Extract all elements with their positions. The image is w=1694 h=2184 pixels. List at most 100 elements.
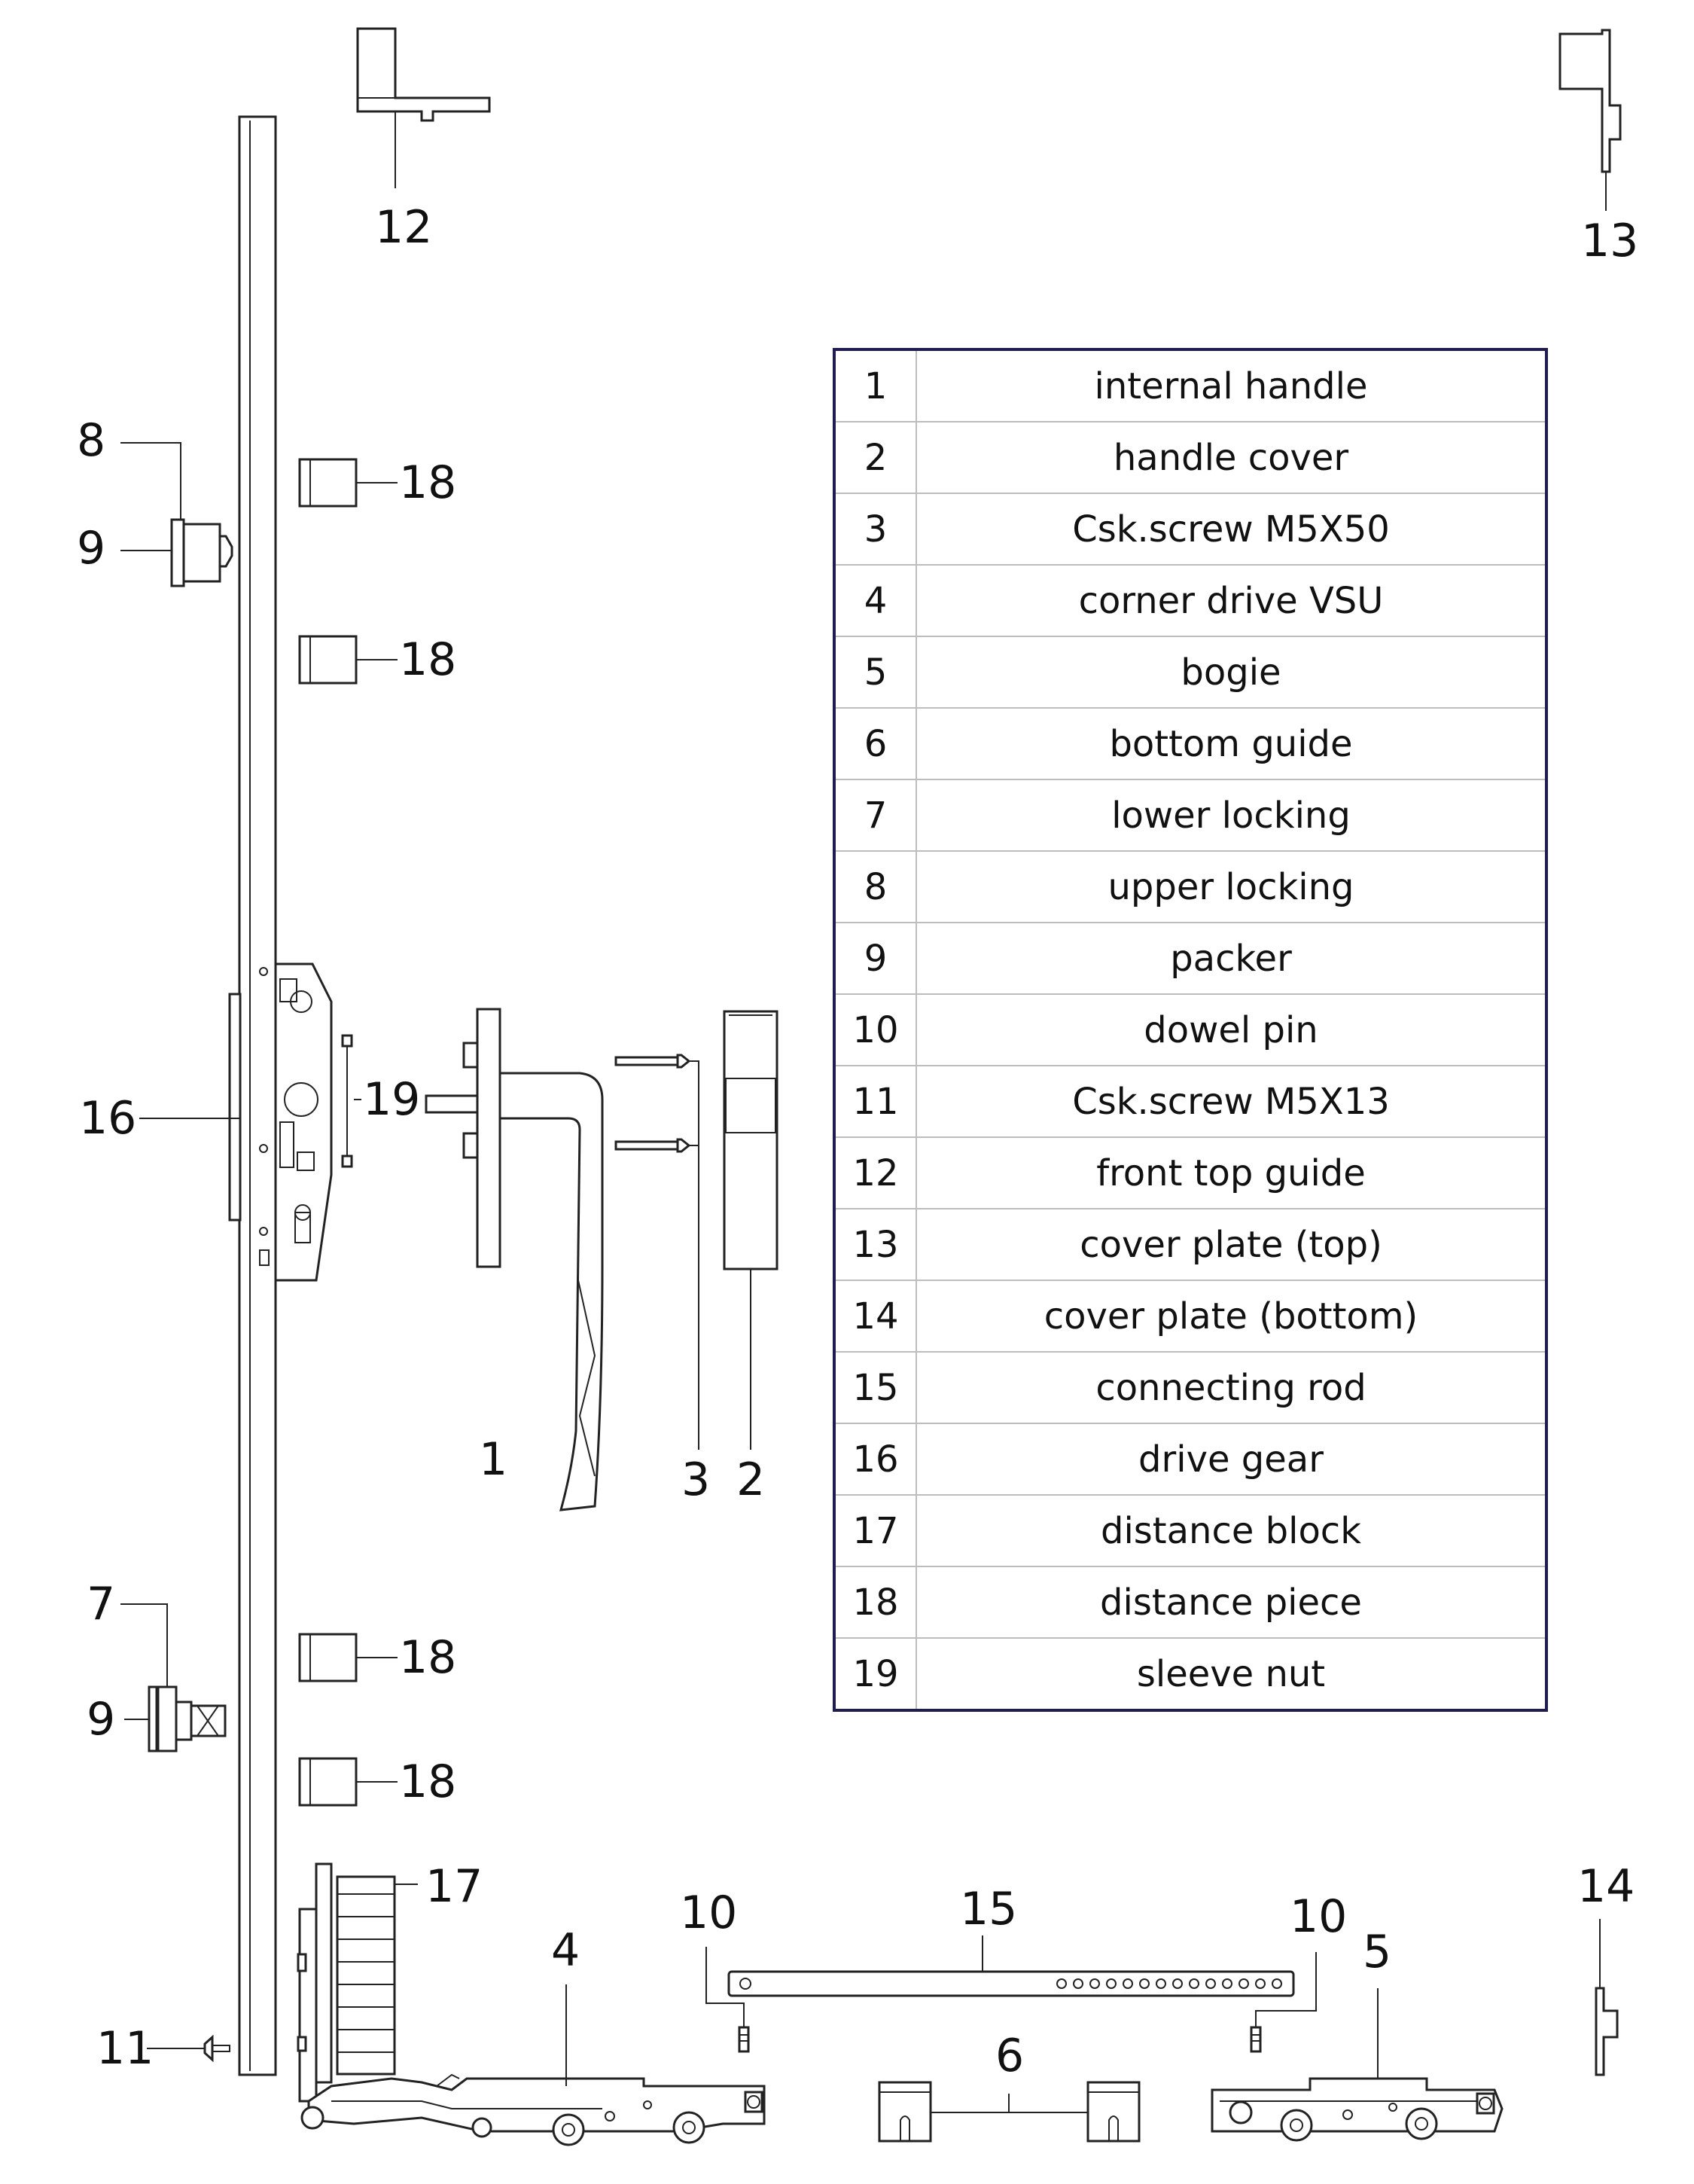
distance-piece-1 [298, 458, 398, 508]
dowel-pin-right [1250, 1952, 1317, 2053]
upper-locking [120, 442, 233, 587]
part-name: corner drive VSU [916, 565, 1546, 637]
lower-locking [120, 1603, 227, 1752]
part-number: 3 [834, 493, 917, 566]
sleeve-nut [341, 1034, 361, 1168]
part-name: distance block [916, 1495, 1546, 1567]
part-name: bogie [916, 636, 1546, 709]
csk-screw-short [147, 2034, 230, 2063]
part-number: 17 [834, 1495, 917, 1567]
corner-drive [297, 1862, 766, 2146]
part-name: dowel pin [916, 994, 1546, 1066]
distance-piece-3 [298, 1633, 398, 1682]
part-number: 11 [834, 1066, 917, 1138]
part-number: 6 [834, 708, 917, 780]
handle-cover [723, 1010, 778, 1450]
callout-3: 3 [681, 1453, 710, 1506]
part-number: 19 [834, 1638, 917, 1710]
part-name: connecting rod [916, 1352, 1546, 1424]
part-number: 5 [834, 636, 917, 709]
callout-18-2: 18 [399, 633, 456, 686]
part-name: upper locking [916, 851, 1546, 923]
cover-plate-top [1558, 29, 1622, 211]
part-name: drive gear [916, 1423, 1546, 1496]
callout-15: 15 [960, 1883, 1017, 1935]
part-name: lower locking [916, 779, 1546, 852]
callout-7: 7 [87, 1578, 115, 1630]
dowel-pin-left [705, 1947, 750, 2053]
bottom-guide [878, 2081, 1141, 2143]
part-name: distance piece [916, 1566, 1546, 1639]
part-name: cover plate (bottom) [916, 1280, 1546, 1353]
callout-5: 5 [1363, 1926, 1391, 1978]
callout-10-left: 10 [680, 1887, 737, 1939]
callout-4: 4 [551, 1924, 580, 1977]
callout-18-3: 18 [399, 1631, 456, 1684]
distance-block [336, 1875, 418, 2076]
part-number: 12 [834, 1137, 917, 1209]
part-number: 1 [834, 349, 917, 422]
part-number: 13 [834, 1209, 917, 1281]
callout-18-1: 18 [399, 456, 456, 509]
part-number: 4 [834, 565, 917, 637]
callout-2: 2 [736, 1453, 765, 1506]
distance-piece-4 [298, 1757, 398, 1807]
part-number: 2 [834, 422, 917, 494]
part-number: 10 [834, 994, 917, 1066]
part-name: cover plate (top) [916, 1209, 1546, 1281]
part-number: 15 [834, 1352, 917, 1424]
part-number: 7 [834, 779, 917, 852]
part-number: 14 [834, 1280, 917, 1353]
bogie [1211, 1988, 1504, 2142]
part-number: 9 [834, 923, 917, 995]
callout-9-upper: 9 [77, 522, 105, 575]
callout-1: 1 [479, 1433, 507, 1486]
part-number: 18 [834, 1566, 917, 1639]
callout-16: 16 [79, 1092, 136, 1145]
csk-screw-long [614, 1054, 699, 1450]
part-name: Csk.screw M5X50 [916, 493, 1546, 566]
distance-piece-2 [298, 635, 398, 685]
part-name: bottom guide [916, 708, 1546, 780]
part-name: sleeve nut [1136, 1652, 1326, 1695]
part-name: internal handle [916, 349, 1546, 422]
cover-plate-bottom [1595, 1919, 1619, 2076]
part-name: front top guide [916, 1137, 1546, 1209]
callout-18-4: 18 [399, 1755, 456, 1808]
part-name: Csk.screw M5X13 [916, 1066, 1546, 1138]
callout-8: 8 [77, 414, 105, 467]
callout-6: 6 [995, 2030, 1024, 2082]
callout-9-lower: 9 [87, 1693, 115, 1746]
drive-gear [228, 115, 333, 2076]
connecting-rod [727, 1935, 1295, 1997]
internal-handle [425, 1008, 604, 1511]
callout-13: 13 [1581, 215, 1638, 267]
callout-14: 14 [1577, 1860, 1635, 1913]
part-name: packer [916, 923, 1546, 995]
part-number: 16 [834, 1423, 917, 1496]
callout-11: 11 [96, 2022, 154, 2075]
part-name: handle cover [916, 422, 1546, 494]
front-top-guide [356, 27, 491, 188]
part-number: 8 [834, 851, 917, 923]
